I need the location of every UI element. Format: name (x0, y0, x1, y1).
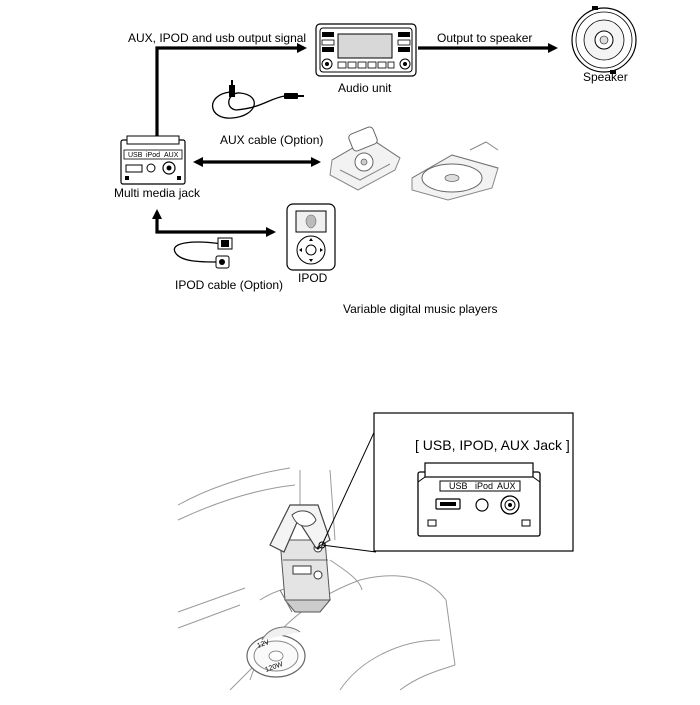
speaker (571, 6, 637, 74)
aux-cable (211, 80, 304, 119)
jack-usb-slot (125, 164, 143, 173)
speaker-output-label: Output to speaker (437, 31, 532, 45)
socket-lettering-12v: 12V (256, 639, 270, 650)
audio-unit (315, 23, 417, 77)
jack-detail-title: [ USB, IPOD, AUX Jack ] (415, 437, 570, 453)
ipod-label: IPOD (298, 271, 328, 285)
portable-player-icon (329, 126, 401, 191)
ipod-arrow (152, 209, 276, 237)
detail-usb-label: USB (449, 481, 468, 491)
cd-player-icon (411, 141, 499, 201)
ipod-cable-label: IPOD cable (Option) (175, 278, 283, 292)
power-socket: 12V 120W (246, 626, 306, 678)
apple-logo-icon (305, 214, 317, 229)
jack-detail-box: [ USB, IPOD, AUX Jack ] USB iPod AUX (373, 412, 574, 552)
multi-media-jack-icon: USB iPod AUX (120, 135, 186, 185)
mini-jack-usb-label: USB (128, 152, 143, 159)
speaker-label: Speaker (583, 70, 628, 84)
detail-ipod-label: iPod (475, 481, 493, 491)
installed-usb-slot (292, 565, 312, 575)
center-console-sketch (177, 467, 456, 691)
detail-aux-label: AUX (497, 481, 516, 491)
aux-cable-label: AUX cable (Option) (220, 133, 323, 147)
mini-jack-aux-label: AUX (164, 152, 179, 159)
detail-ipod-port (475, 498, 489, 512)
multi-media-jack-label: Multi media jack (114, 186, 201, 200)
mini-jack-ipod-label: iPod (146, 152, 160, 159)
ipod-cable (173, 237, 233, 269)
ipod-icon (286, 203, 336, 271)
signal-arrow-to-audio-unit (155, 43, 307, 140)
audio-display (337, 33, 393, 59)
signal-arrows (152, 43, 558, 237)
signal-label: AUX, IPOD and usb output signal (128, 31, 306, 45)
audio-unit-label: Audio unit (338, 81, 392, 95)
installed-jack (269, 504, 332, 613)
music-players-label: Variable digital music players (343, 302, 498, 316)
